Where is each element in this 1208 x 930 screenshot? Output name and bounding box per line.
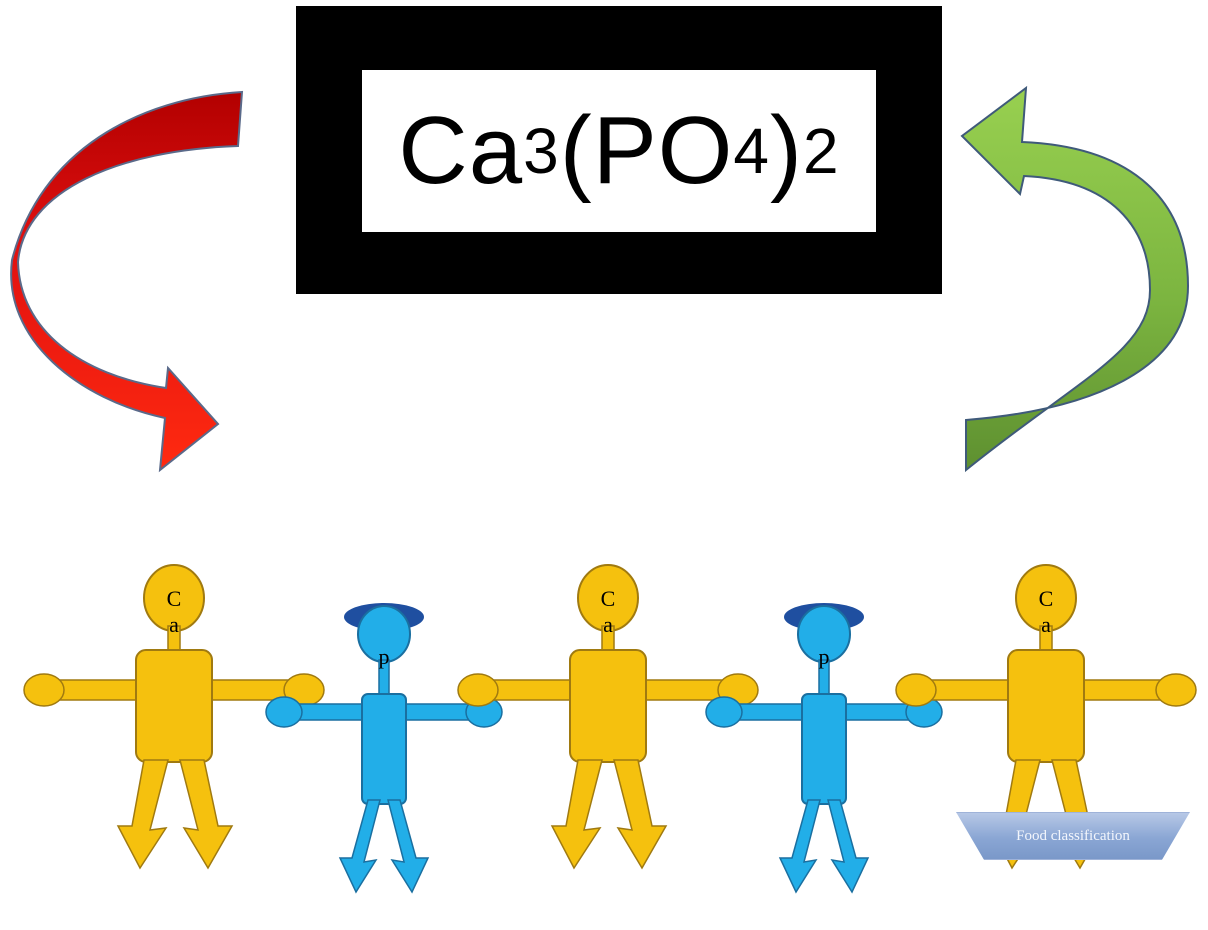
phosphate-head-label: p (378, 644, 390, 669)
food-classification-button[interactable]: Food classification (956, 812, 1190, 860)
phosphate-head-label: p (818, 644, 830, 669)
red-arrow (10, 90, 244, 473)
green-arrow (960, 85, 1190, 473)
